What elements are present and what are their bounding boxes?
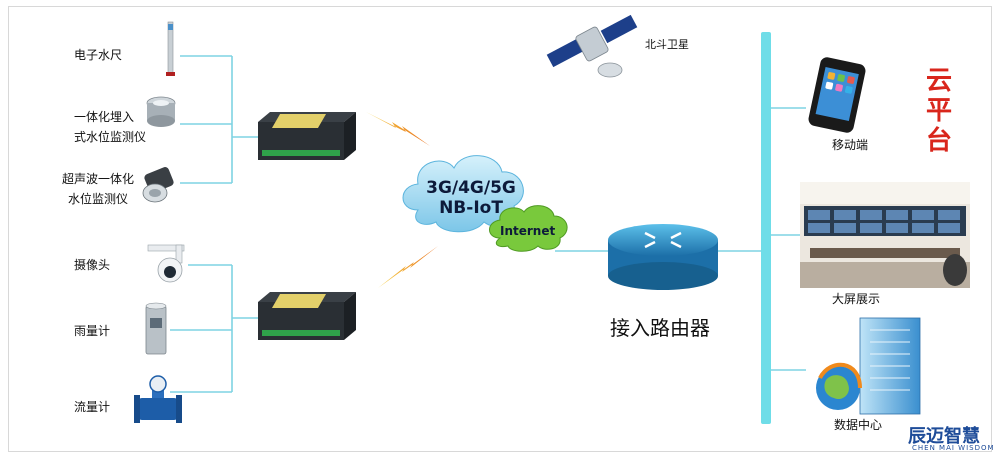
label-flow-meter: 流量计 (74, 400, 111, 414)
brand-logo-sub: CHEN MAI WISDOM (912, 444, 995, 452)
label-water-gauge: 电子水尺 (74, 48, 123, 62)
mobile-phone-icon (808, 57, 866, 133)
data-collector-upper (258, 112, 356, 160)
label-big-screen: 大屏展示 (832, 292, 881, 306)
cellular-cloud (402, 155, 524, 233)
brand-logo-name: 辰迈智慧 (908, 426, 980, 447)
data-collector-lower (258, 292, 356, 340)
label-router: 接入路由器 (610, 316, 710, 340)
upper-sensor-wires (180, 55, 258, 184)
rain-gauge-icon (145, 302, 167, 355)
wireless-bolt-lower (378, 246, 438, 288)
label-embedded-level-line2: 式水位监测仪 (74, 130, 147, 144)
flow-meter-icon (134, 375, 182, 423)
endpoint-links (771, 107, 806, 371)
ultrasonic-level-meter-icon (142, 167, 174, 203)
label-mobile: 移动端 (832, 138, 869, 152)
control-room-photo (800, 182, 970, 288)
router-icon (608, 224, 718, 290)
label-ultrasonic-line1: 超声波一体化 (62, 172, 135, 186)
cloud-platform-title: 云平台 (925, 66, 952, 156)
diagram-frame (8, 6, 992, 452)
vertical-bus (761, 32, 771, 424)
label-cellular-line1: 3G/4G/5G (426, 178, 516, 198)
label-internet: Internet (500, 224, 556, 238)
label-satellite: 北斗卫星 (645, 38, 689, 51)
wireless-bolt-upper (366, 112, 430, 146)
satellite-icon (546, 14, 638, 78)
internet-cloud (489, 205, 568, 252)
label-ultrasonic-line2: 水位监测仪 (68, 192, 129, 206)
data-center-icon (816, 317, 921, 415)
embedded-level-meter-icon (146, 96, 176, 127)
label-rain-gauge: 雨量计 (74, 324, 111, 338)
water-gauge-icon (166, 21, 175, 76)
label-cellular-line2: NB-IoT (439, 198, 503, 218)
label-data-center: 数据中心 (834, 418, 883, 432)
lower-sensor-wires (170, 264, 258, 393)
label-camera: 摄像头 (74, 258, 111, 272)
label-embedded-level-line1: 一体化埋入 (74, 110, 135, 124)
camera-icon (147, 244, 185, 283)
